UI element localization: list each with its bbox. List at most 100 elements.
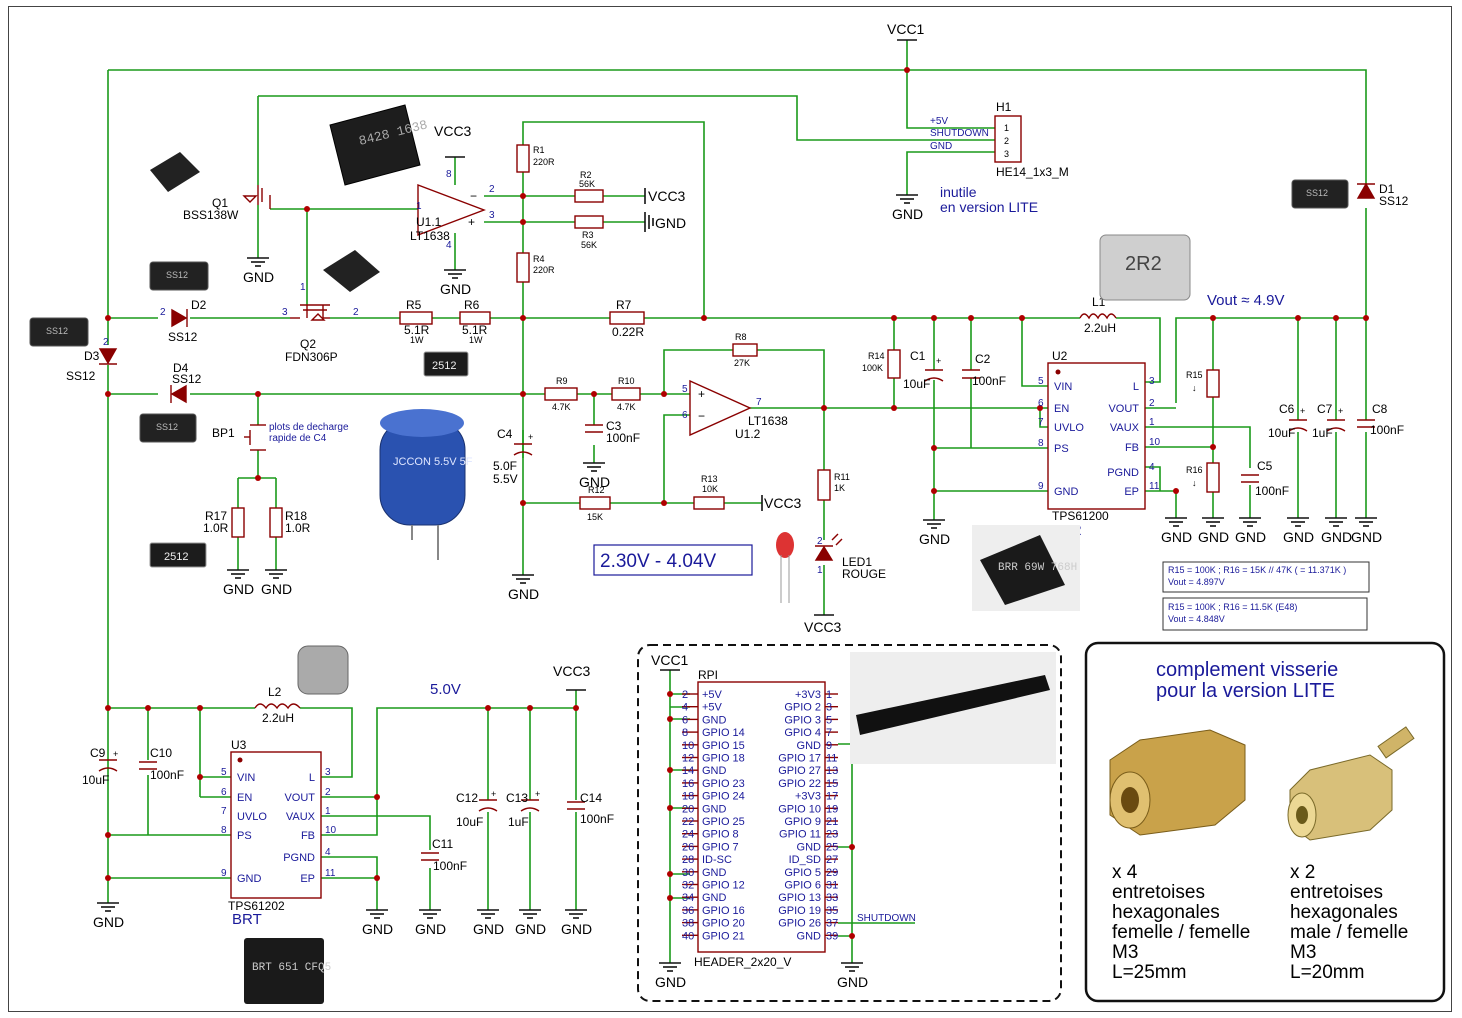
svg-text:BRT: BRT <box>232 911 262 928</box>
rpi-pin-num: 36 <box>682 905 694 917</box>
svg-text:D3: D3 <box>84 349 100 363</box>
svg-text:LT1638: LT1638 <box>748 414 788 428</box>
svg-text:100nF: 100nF <box>1255 484 1289 498</box>
svg-text:R14: R14 <box>868 351 885 361</box>
vcc3-label: VCC3 <box>434 123 472 139</box>
svg-text:1: 1 <box>817 565 823 576</box>
rpi-pin-name: GND <box>797 740 822 752</box>
svg-text:+: + <box>468 215 475 229</box>
visserie-line: x 2 <box>1290 862 1315 883</box>
rpi-pin-num: 20 <box>682 803 694 815</box>
note-boxes: R15 = 100K ; R16 = 15K // 47K ( = 11.371… <box>1162 561 1370 631</box>
gnd-label: GND <box>223 581 254 597</box>
sheet-frame <box>8 6 1452 1012</box>
rpi-pin-num: 32 <box>682 880 694 892</box>
vcc3-label: VCC3 <box>553 663 591 679</box>
rpi-pin-num: 21 <box>826 816 838 828</box>
svg-text:R15 = 100K ; R16 = 11.5K (E48): R15 = 100K ; R16 = 11.5K (E48) <box>1168 602 1297 612</box>
rpi-pin-name: GND <box>797 930 822 942</box>
rpi-pin-name: GPIO 13 <box>778 892 821 904</box>
rpi-pin-name: GPIO 11 <box>779 829 821 841</box>
power-symbols: VCC1 VCC3 VCC3 VCC3 VCC3 VCC3 VCC1 <box>434 21 925 691</box>
rpi-pin-num: 11 <box>826 753 837 765</box>
svg-text:SS12: SS12 <box>46 326 68 336</box>
rpi-pin-name: +5V <box>702 689 723 701</box>
gnd-label: GND <box>1198 529 1229 545</box>
junctions <box>105 67 1369 939</box>
svg-text:1K: 1K <box>834 483 845 493</box>
rpi-pin-name: GPIO 9 <box>784 816 821 828</box>
gnd-label: GND <box>1161 529 1192 545</box>
ic-pin-name: VIN <box>1054 381 1072 393</box>
svg-text:plots de decharge: plots de decharge <box>269 422 349 433</box>
svg-text:100nF: 100nF <box>972 374 1006 388</box>
rpi-pin-name: GND <box>702 803 727 815</box>
visserie-line: M3 <box>1112 942 1138 963</box>
rpi-pin-num: 40 <box>682 930 694 942</box>
svg-text:SS12: SS12 <box>166 270 188 280</box>
svg-text:4.7K: 4.7K <box>552 402 571 412</box>
ground-symbol: GND <box>362 909 393 937</box>
svg-text:C4: C4 <box>497 427 513 441</box>
ic-pin-name: EN <box>1054 403 1069 415</box>
svg-text:100nF: 100nF <box>1370 423 1404 437</box>
ic-pin-num: 3 <box>1149 376 1155 387</box>
rpi-pin-name: GPIO 19 <box>778 905 821 917</box>
gnd-label: GND <box>261 581 292 597</box>
ic-pin-num: 5 <box>221 767 227 778</box>
rpi-pin-name: GPIO 7 <box>702 841 739 853</box>
standoff-ff-photo <box>1109 729 1246 836</box>
svg-text:R15: R15 <box>1186 370 1203 380</box>
ic-pin-num: 3 <box>325 767 331 778</box>
ic-pin-num: 9 <box>221 868 227 879</box>
rpi-pin-name: +3V3 <box>795 791 821 803</box>
rpi-pin-name: GPIO 17 <box>778 753 821 765</box>
svg-text:HEADER_2x20_V: HEADER_2x20_V <box>694 955 791 969</box>
svg-text:2512: 2512 <box>164 551 188 563</box>
button-bp1: BP1 plots de decharge rapide de C4 <box>212 422 349 451</box>
rpi-pin-name: GPIO 16 <box>702 905 745 917</box>
svg-text:1.0R: 1.0R <box>285 521 311 535</box>
ground-symbol: GND <box>892 194 923 222</box>
svg-text:TPS61202: TPS61202 <box>228 899 285 913</box>
visserie-line: entretoises <box>1290 882 1383 903</box>
svg-text:C3: C3 <box>606 419 622 433</box>
rpi-pin-num: 37 <box>826 918 838 930</box>
rpi-pin-num: 18 <box>682 791 694 803</box>
ic-pin-num: 6 <box>1038 398 1044 409</box>
rpi-pin-name: GPIO 15 <box>702 740 745 752</box>
visserie-box: complement visserie pour la version LITE… <box>1084 641 1446 1003</box>
rpi-pin-num: 23 <box>826 829 838 841</box>
svg-text:R18: R18 <box>285 509 307 523</box>
svg-text:C7: C7 <box>1317 402 1333 416</box>
svg-text:2: 2 <box>1004 136 1009 146</box>
soic8-photo: 8428 1638 <box>329 104 429 186</box>
svg-text:R3: R3 <box>582 230 594 240</box>
rpi-pin-num: 28 <box>682 854 694 866</box>
supercap-photo: JCCON 5.5V 5F <box>379 409 473 560</box>
rpi-pin-name: GPIO 3 <box>784 714 821 726</box>
ic-pin-num: 10 <box>325 825 337 836</box>
header-h1: H1 1 2 3 +5V SHUTDOWN GND HE14_1x3_M inu… <box>930 100 1069 215</box>
ground-symbol: GND <box>473 909 504 937</box>
svg-text:5.1R: 5.1R <box>462 323 488 337</box>
svg-text:2.2uH: 2.2uH <box>262 711 294 725</box>
ic-pin-name: VAUX <box>286 811 316 823</box>
ground-symbol: GND <box>261 569 292 597</box>
ground-symbol: GND <box>515 909 546 937</box>
qfn-photo-brt: BRT 651 CFQ5 <box>244 938 331 1004</box>
gnd-label: GND <box>655 974 686 990</box>
svg-text:SHUTDOWN: SHUTDOWN <box>857 913 916 924</box>
sot23-photo-q1 <box>150 152 200 192</box>
svg-text:SS12: SS12 <box>168 330 198 344</box>
svg-text:U2: U2 <box>1052 349 1068 363</box>
ic-pin-num: 6 <box>221 787 227 798</box>
gnd-label: GND <box>837 974 868 990</box>
svg-text:JCCON 5.5V 5F: JCCON 5.5V 5F <box>393 456 473 468</box>
svg-text:3: 3 <box>282 307 288 318</box>
ic-pin-name: GND <box>237 873 262 885</box>
svg-text:BRT 651 CFQ5: BRT 651 CFQ5 <box>252 962 331 974</box>
ss12-photo-d3: SS12 <box>29 317 89 347</box>
rpi-pin-name: GPIO 26 <box>778 918 821 930</box>
